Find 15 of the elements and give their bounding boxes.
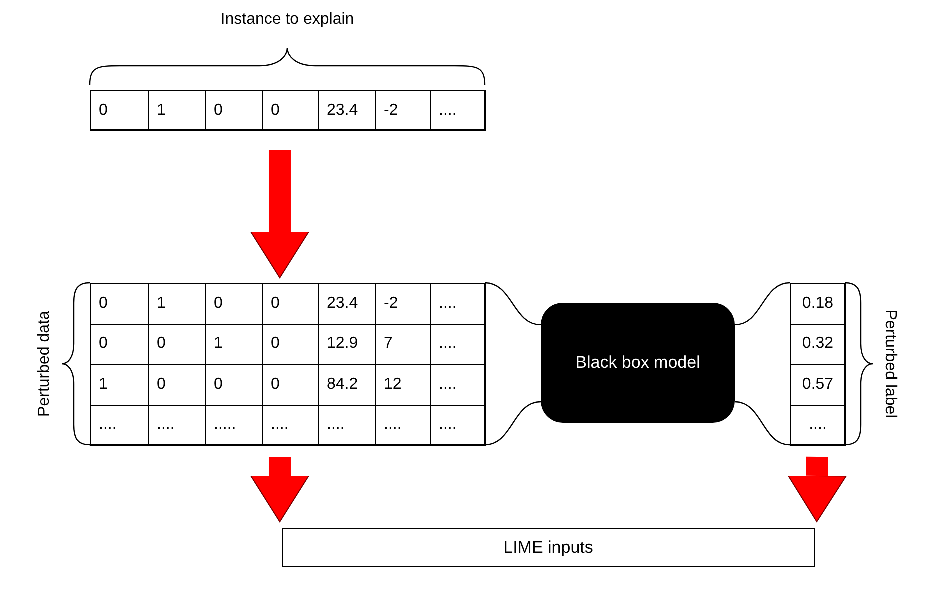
table-heading: Perturbed label xyxy=(881,308,900,420)
model-box: Black box model xyxy=(541,303,735,423)
connector-curve xyxy=(484,282,542,326)
connector-curve xyxy=(734,401,790,446)
connector-curve xyxy=(734,282,790,326)
output-box: LIME inputs xyxy=(282,528,815,567)
table-cell: .... xyxy=(790,404,846,446)
table-heading: Perturbed data xyxy=(35,310,54,419)
block-arrow xyxy=(250,457,310,522)
block-arrow xyxy=(788,456,847,522)
table-cell: .... xyxy=(430,90,486,131)
table-cell: .... xyxy=(430,404,486,446)
connector-curve xyxy=(484,401,542,446)
block-arrow xyxy=(250,150,310,278)
table-heading: Instance to explain xyxy=(220,10,356,30)
